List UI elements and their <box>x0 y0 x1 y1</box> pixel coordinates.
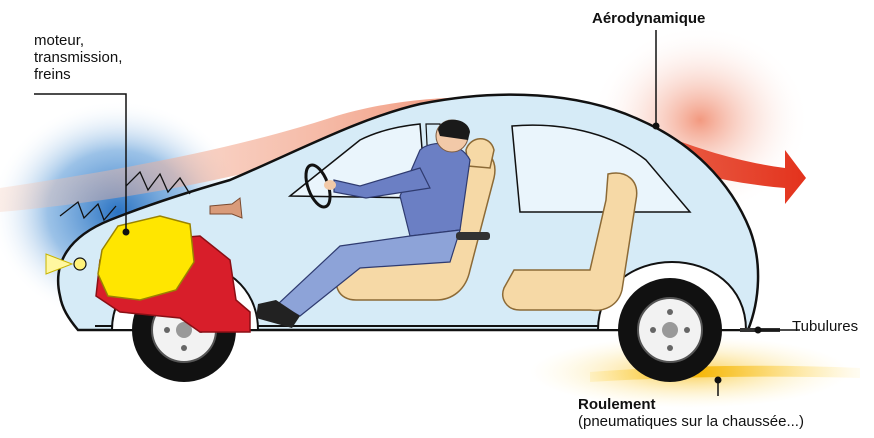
tubing-label: Tubulures <box>792 318 858 335</box>
engine-label: moteur, transmission, freins <box>34 32 174 83</box>
engine-label-line-2: transmission, <box>34 49 174 66</box>
rear-wheel <box>618 278 722 382</box>
aero-leader-dot <box>653 123 660 130</box>
aero-label: Aérodynamique <box>592 10 705 27</box>
seat-buckle <box>456 232 490 240</box>
rolling-label-title: Roulement <box>578 396 804 413</box>
headlight <box>74 258 86 270</box>
engine-label-line-1: moteur, <box>34 32 174 49</box>
rolling-label-detail: (pneumatiques sur la chaussée...) <box>578 413 804 430</box>
seat-headrest <box>466 139 494 168</box>
rolling-label: Roulement (pneumatiques sur la chaussée.… <box>578 396 804 430</box>
engine-label-line-3: freins <box>34 66 174 83</box>
tubing-leader-dot <box>755 327 762 334</box>
rolling-leader-dot <box>715 377 722 384</box>
engine-leader-dot <box>123 229 130 236</box>
